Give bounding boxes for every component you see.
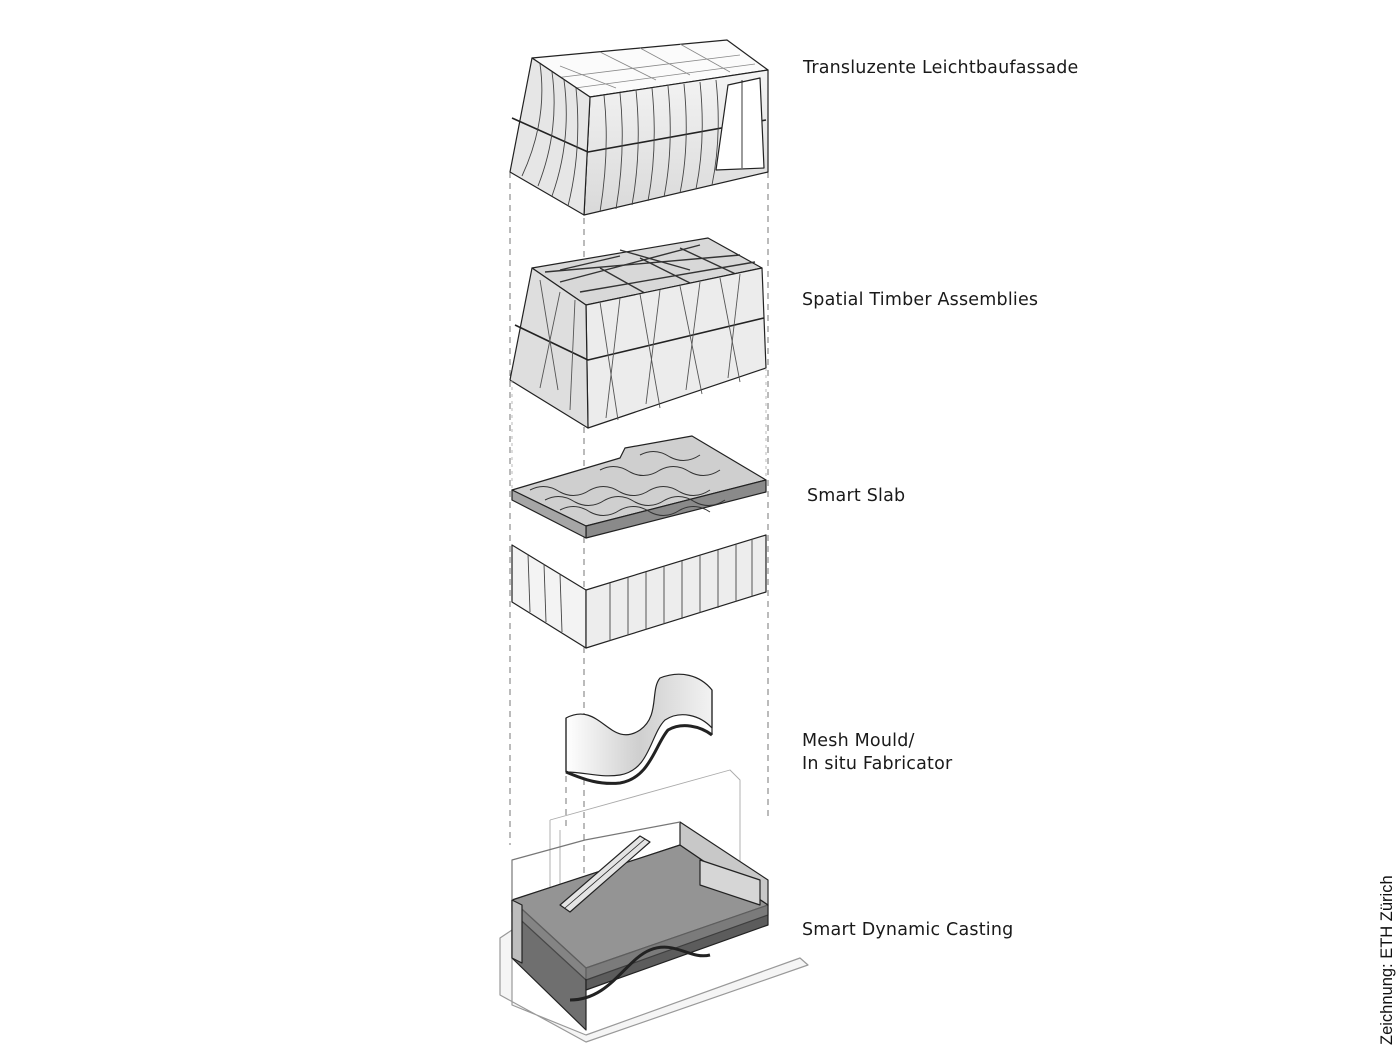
label-mesh-mould: Mesh Mould/ In situ Fabricator: [802, 730, 952, 776]
layer-connectors: [511, 368, 767, 490]
slab-walls: [511, 534, 767, 649]
label-slab: Smart Slab: [807, 486, 906, 506]
timber-layer: [509, 237, 767, 429]
alignment-guides: [509, 172, 769, 940]
label-mesh-line1: Mesh Mould/: [802, 731, 915, 751]
label-mesh-line2: In situ Fabricator: [802, 754, 953, 774]
image-credit: Zeichnung: ETH Zürich: [1378, 875, 1396, 1045]
mesh-mould-layer: [565, 673, 713, 785]
facade-layer: [509, 39, 769, 216]
label-smart-dynamic-casting: Smart Dynamic Casting: [802, 920, 1014, 940]
slab-layer: [511, 435, 767, 539]
casting-room-layer: [499, 769, 809, 1043]
label-timber: Spatial Timber Assemblies: [802, 290, 1039, 310]
label-facade: Transluzente Leichtbaufassade: [803, 58, 1079, 78]
